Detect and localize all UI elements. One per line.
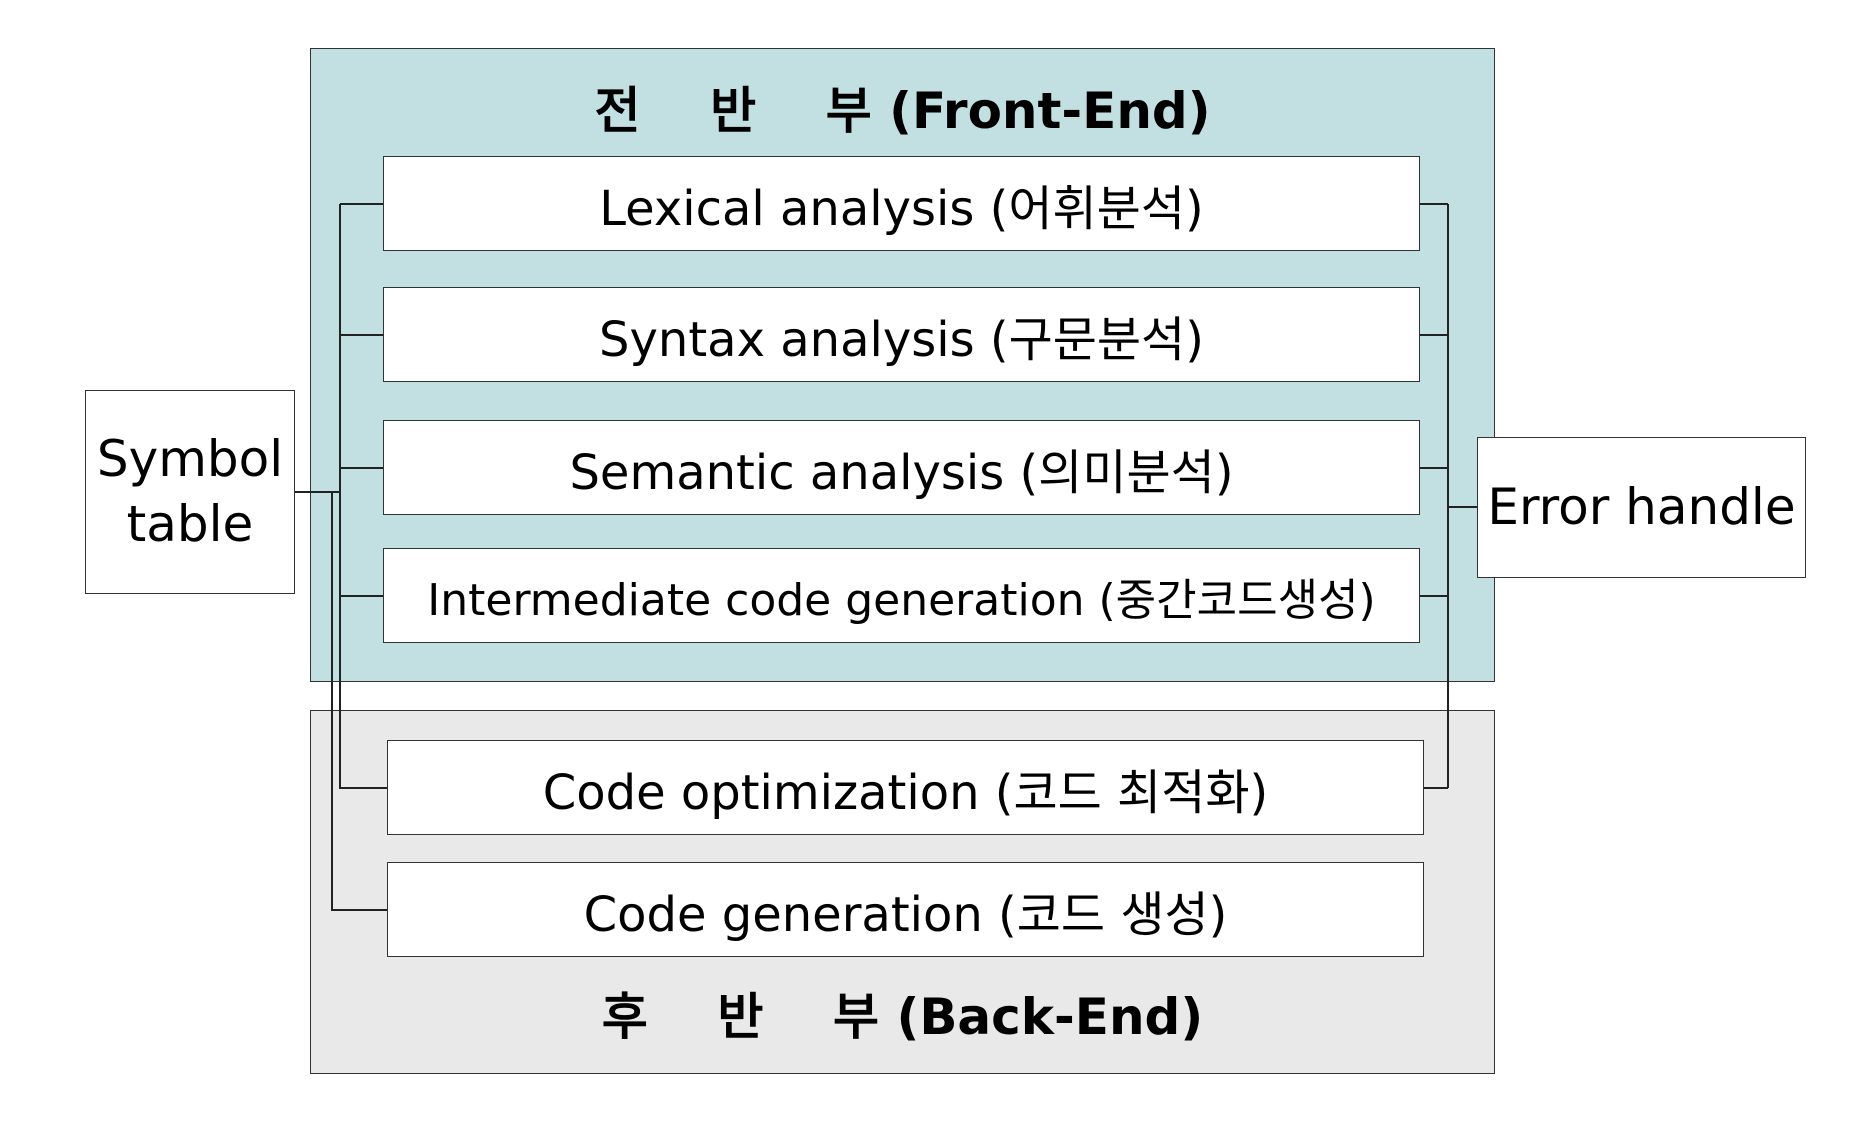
front-end-title: 전 반 부 (Front-End) (594, 82, 1211, 140)
phase-intermediate-code-generation: Intermediate code generation (중간코드생성) (383, 548, 1420, 643)
phase-code-generation: Code generation (코드 생성) (387, 862, 1424, 957)
phase-lexical-analysis: Lexical analysis (어휘분석) (383, 156, 1420, 251)
back-end-title: 후 반 부 (Back-End) (601, 988, 1204, 1046)
phase-syntax-analysis: Syntax analysis (구문분석) (383, 287, 1420, 382)
phase-semantic-analysis: Semantic analysis (의미분석) (383, 420, 1420, 515)
phase-code-optimization: Code optimization (코드 최적화) (387, 740, 1424, 835)
symbol-table-box: Symbol table (85, 390, 295, 594)
error-handler-box: Error handle (1477, 437, 1806, 578)
